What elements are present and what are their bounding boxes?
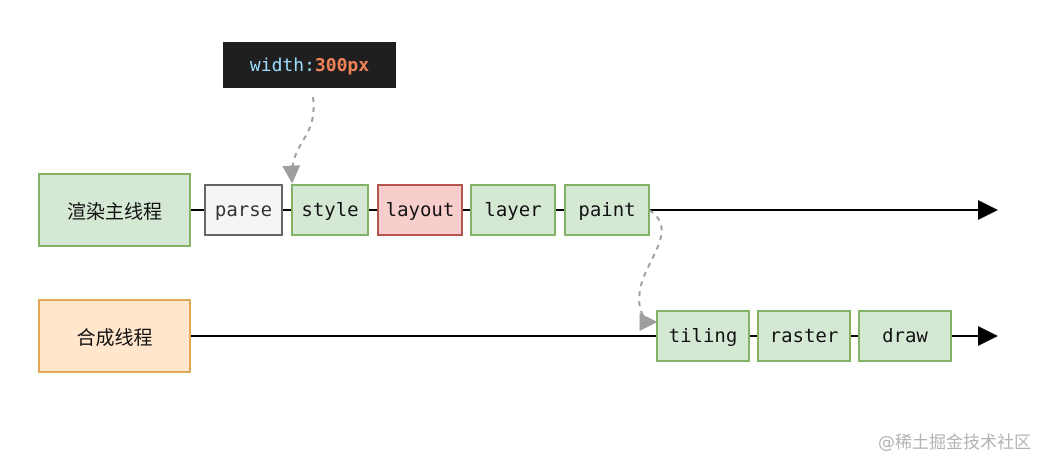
compositor-thread-label: 合成线程 [38,299,191,373]
step-layout: layout [377,184,463,236]
css-code-tooltip: width: 300px [223,42,396,88]
step-raster: raster [757,310,851,362]
tooltip-to-style-arrow [282,96,315,184]
css-value: 300px [314,54,370,76]
css-property: width: [249,54,315,76]
step-paint: paint [564,184,650,236]
main-thread-label: 渲染主线程 [38,173,191,247]
paint-to-tiling-arrow [638,209,663,331]
watermark: @稀土掘金技术社区 [878,433,1031,453]
step-style: style [291,184,369,236]
step-layer: layer [470,184,556,236]
step-draw: draw [858,310,952,362]
step-tiling: tiling [656,310,750,362]
step-parse: parse [204,184,283,236]
